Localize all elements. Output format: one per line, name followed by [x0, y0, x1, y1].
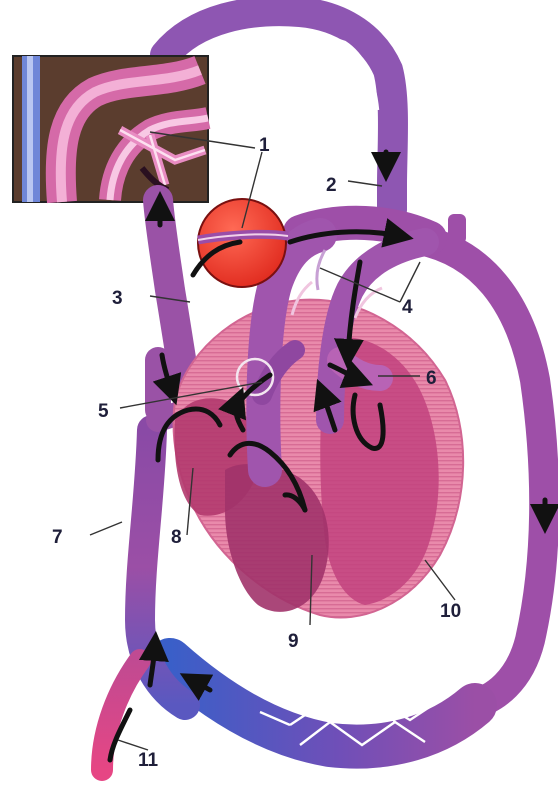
label-9: 9: [288, 631, 299, 652]
label-6: 6: [426, 368, 437, 389]
label-8: 8: [171, 527, 182, 548]
heart: [174, 300, 464, 618]
label-1: 1: [259, 135, 270, 156]
label-2: 2: [326, 175, 337, 196]
lung-red-circle: [198, 199, 288, 287]
label-3: 3: [112, 288, 123, 309]
label-11: 11: [138, 750, 159, 771]
label-7: 7: [52, 527, 63, 548]
label-4: 4: [402, 297, 413, 318]
label-5: 5: [98, 401, 109, 422]
pulmonary-vessel-11: [102, 660, 140, 770]
magnified-vessel-inset: [13, 56, 208, 202]
systemic-capillary-network: [170, 660, 475, 747]
label-10: 10: [440, 601, 461, 622]
